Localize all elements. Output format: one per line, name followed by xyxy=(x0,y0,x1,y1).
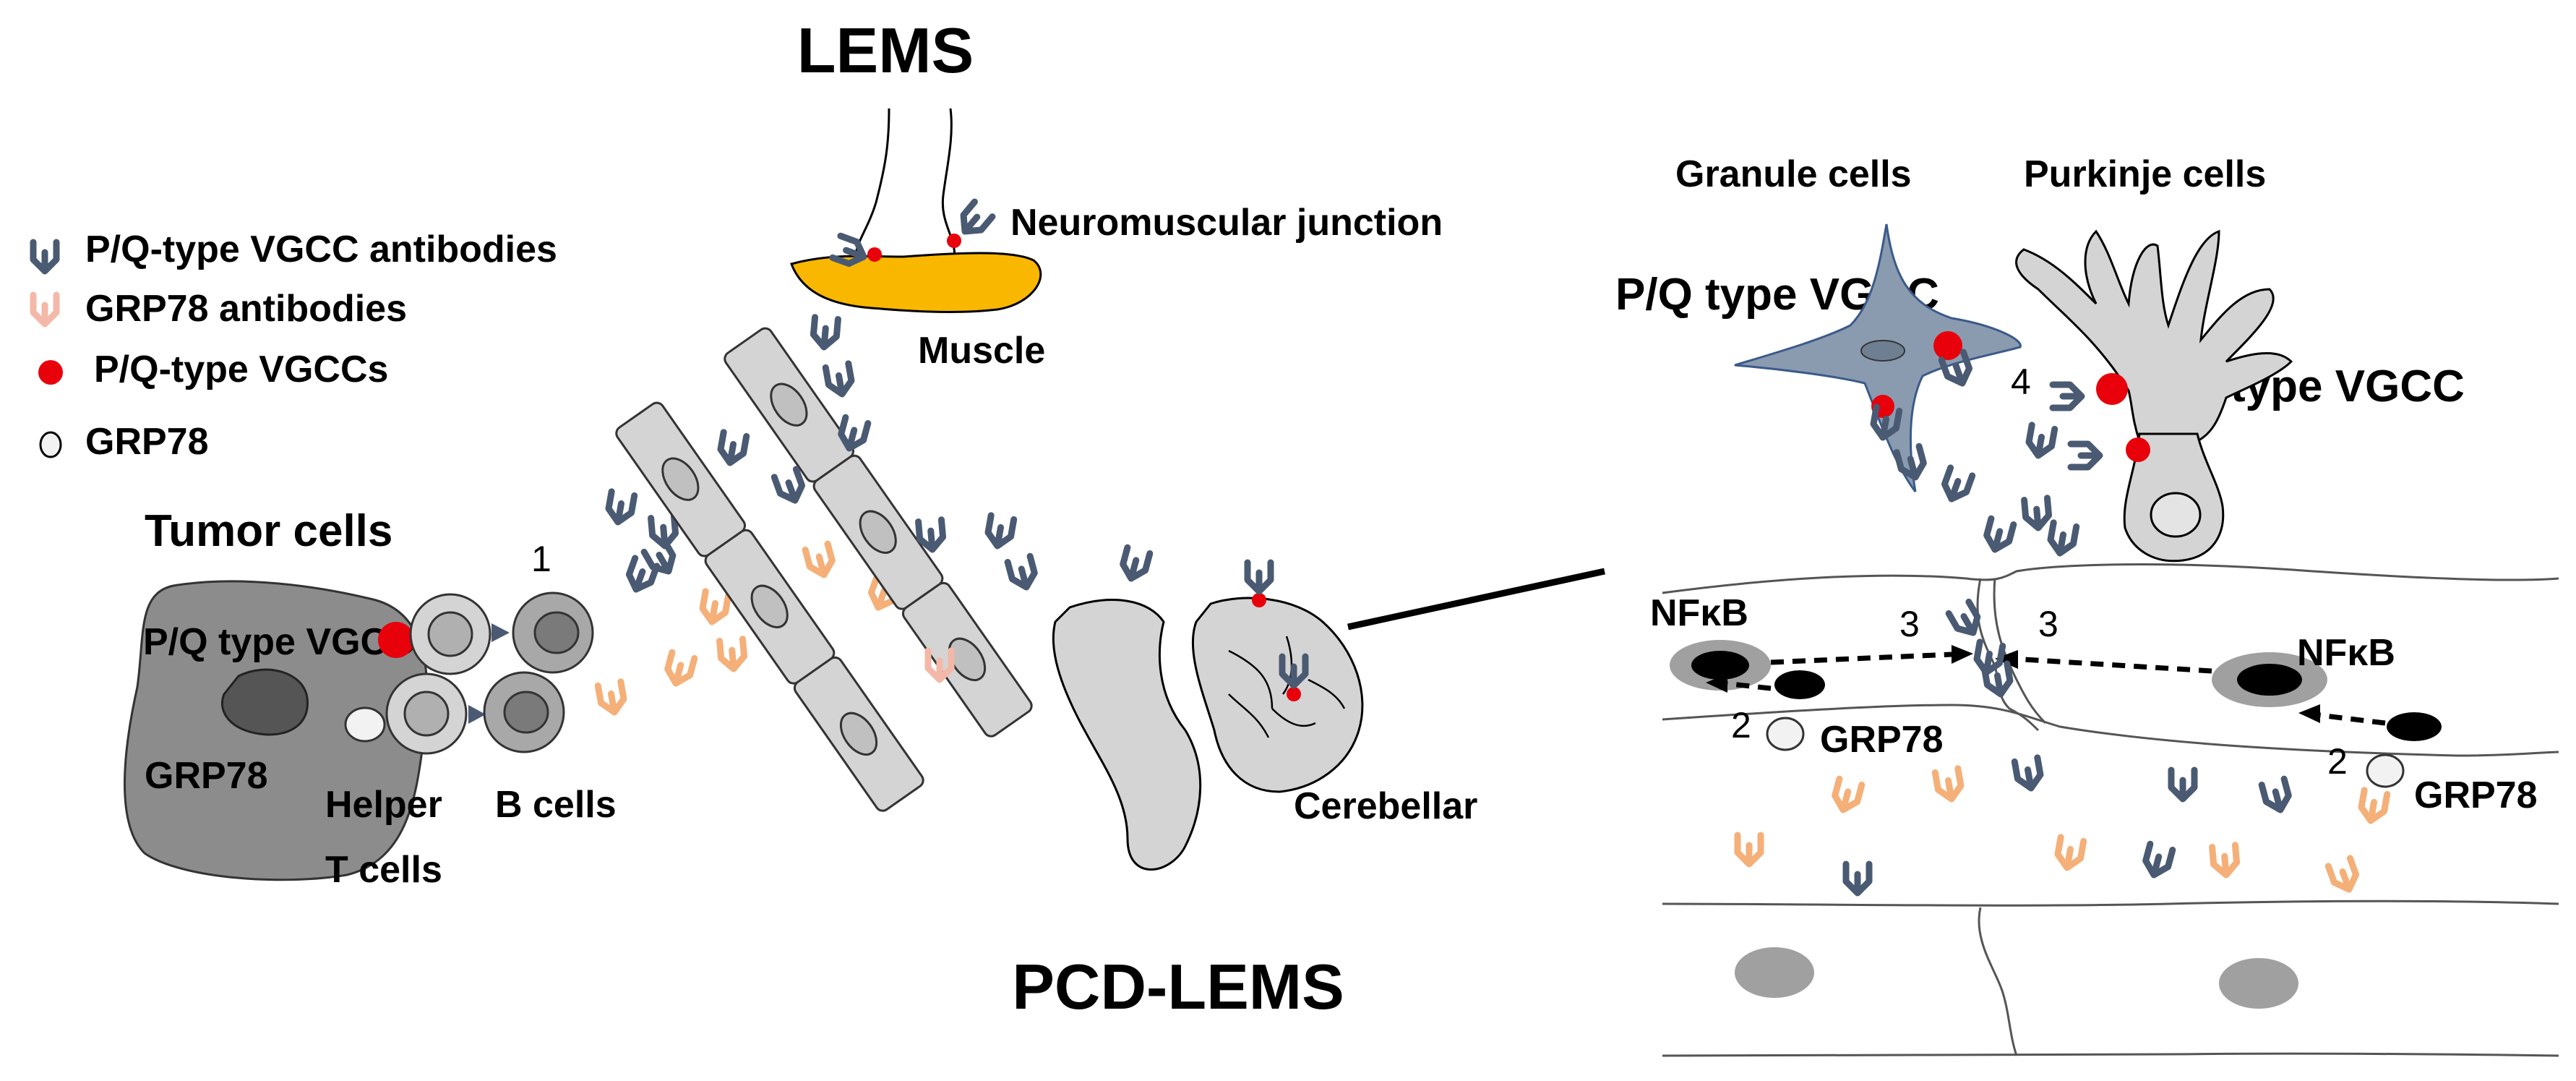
step-3-right-label: 3 xyxy=(2038,604,2058,644)
legend-vgcc-dot-icon xyxy=(38,360,63,385)
grp78-vessel-left-label: GRP78 xyxy=(1820,719,1944,761)
nfkb-right-free xyxy=(2387,712,2442,741)
helper-t-cell-top xyxy=(409,593,491,675)
legend-label-grp78-antibodies: GRP78 antibodies xyxy=(85,288,407,330)
vessel-endothelial-cells xyxy=(615,327,1033,812)
muscle-label: Muscle xyxy=(918,330,1045,372)
lems-title: LEMS xyxy=(797,14,974,86)
purkinje-nucleus xyxy=(2150,492,2202,538)
arrow-t-to-b-top xyxy=(491,623,510,642)
tumor-nucleus xyxy=(221,668,309,736)
helper-t-cell-bottom xyxy=(385,672,468,755)
neuromuscular-junction-label: Neuromuscular junction xyxy=(1010,202,1443,244)
legend-grp78-antibody-icon xyxy=(33,295,56,324)
legend-label-vgcc-antibodies: P/Q-type VGCC antibodies xyxy=(85,228,557,270)
tumor-cells-label: Tumor cells xyxy=(145,506,392,556)
cerebellar-vgcc-dot-top xyxy=(1252,593,1266,607)
helper-t-label-line2: T cells xyxy=(325,849,442,891)
vessel-cell-nuclei xyxy=(1735,947,2298,1009)
muscle-shape xyxy=(790,252,1042,313)
grp78-vessel-right-label: GRP78 xyxy=(2414,774,2538,816)
nfkb-right-core xyxy=(2237,664,2302,696)
vessel-wall-lines xyxy=(1662,563,2559,1057)
cerebellum-folds xyxy=(1228,636,1346,738)
b-cells-label: B cells xyxy=(495,784,617,826)
step-1-label: 1 xyxy=(531,539,551,579)
cerebellar-label: Cerebellar xyxy=(1294,785,1477,827)
step-2-right-label: 2 xyxy=(2327,741,2348,782)
nfkb-left-label: NFκB xyxy=(1650,592,1748,634)
grp78-circle-vessel-left xyxy=(1766,717,1805,751)
step-4-label: 4 xyxy=(2011,362,2031,402)
arrow-heads xyxy=(1706,645,2320,723)
purkinje-vgcc-dot-2 xyxy=(2126,437,2150,462)
purkinje-vgcc-dot-1 xyxy=(2096,373,2128,405)
granule-nucleus xyxy=(1860,340,1905,362)
granule-cells-label: Granule cells xyxy=(1675,153,1912,195)
arrow-t-to-b-bottom xyxy=(468,705,486,724)
helper-t-label-line1: Helper xyxy=(325,784,442,826)
grp78-circle-vessel-right xyxy=(2366,753,2405,788)
tumor-grp78-label: GRP78 xyxy=(145,755,268,797)
granule-vgcc-dot-1 xyxy=(1933,331,1962,360)
purkinje-cells-label: Purkinje cells xyxy=(2024,153,2266,195)
legend-grp78-circle-icon xyxy=(39,431,62,458)
grp78-antibodies-lumen xyxy=(1738,769,2387,894)
brainstem-shape xyxy=(1052,599,1202,871)
nerve-terminal xyxy=(854,108,956,262)
nfkb-left-free xyxy=(1774,670,1825,699)
pcd-lems-title: PCD-LEMS xyxy=(1012,951,1344,1022)
legend-label-vgccs: P/Q-type VGCCs xyxy=(94,349,388,390)
step-3-left-label: 3 xyxy=(1899,604,1920,644)
tumor-vgcc-label: P/Q type VGCC xyxy=(143,621,415,663)
tumor-vgcc-dot xyxy=(378,622,414,658)
purkinje-dendrites xyxy=(2015,229,2293,443)
cerebellum-shape xyxy=(1191,597,1364,793)
legend-vgcc-antibody-icon xyxy=(33,242,56,271)
cerebellar-vgcc-dot-inner xyxy=(1287,687,1301,701)
b-cell-top xyxy=(512,591,594,674)
tumor-grp78-circle xyxy=(344,706,386,743)
nmj-vgcc-dot-left xyxy=(867,247,882,262)
zoom-connector-line xyxy=(1347,568,1605,631)
step-2-left-label: 2 xyxy=(1731,705,1751,745)
b-cell-bottom xyxy=(483,671,565,753)
legend-label-grp78: GRP78 xyxy=(85,421,209,463)
dashed-arrows xyxy=(1723,651,2386,726)
nfkb-left-core xyxy=(1691,651,1749,680)
nfkb-right-label: NFκB xyxy=(2297,632,2395,674)
legend: P/Q-type VGCC antibodies GRP78 antibodie… xyxy=(33,228,557,463)
nmj-vgcc-dot-right xyxy=(947,234,961,248)
